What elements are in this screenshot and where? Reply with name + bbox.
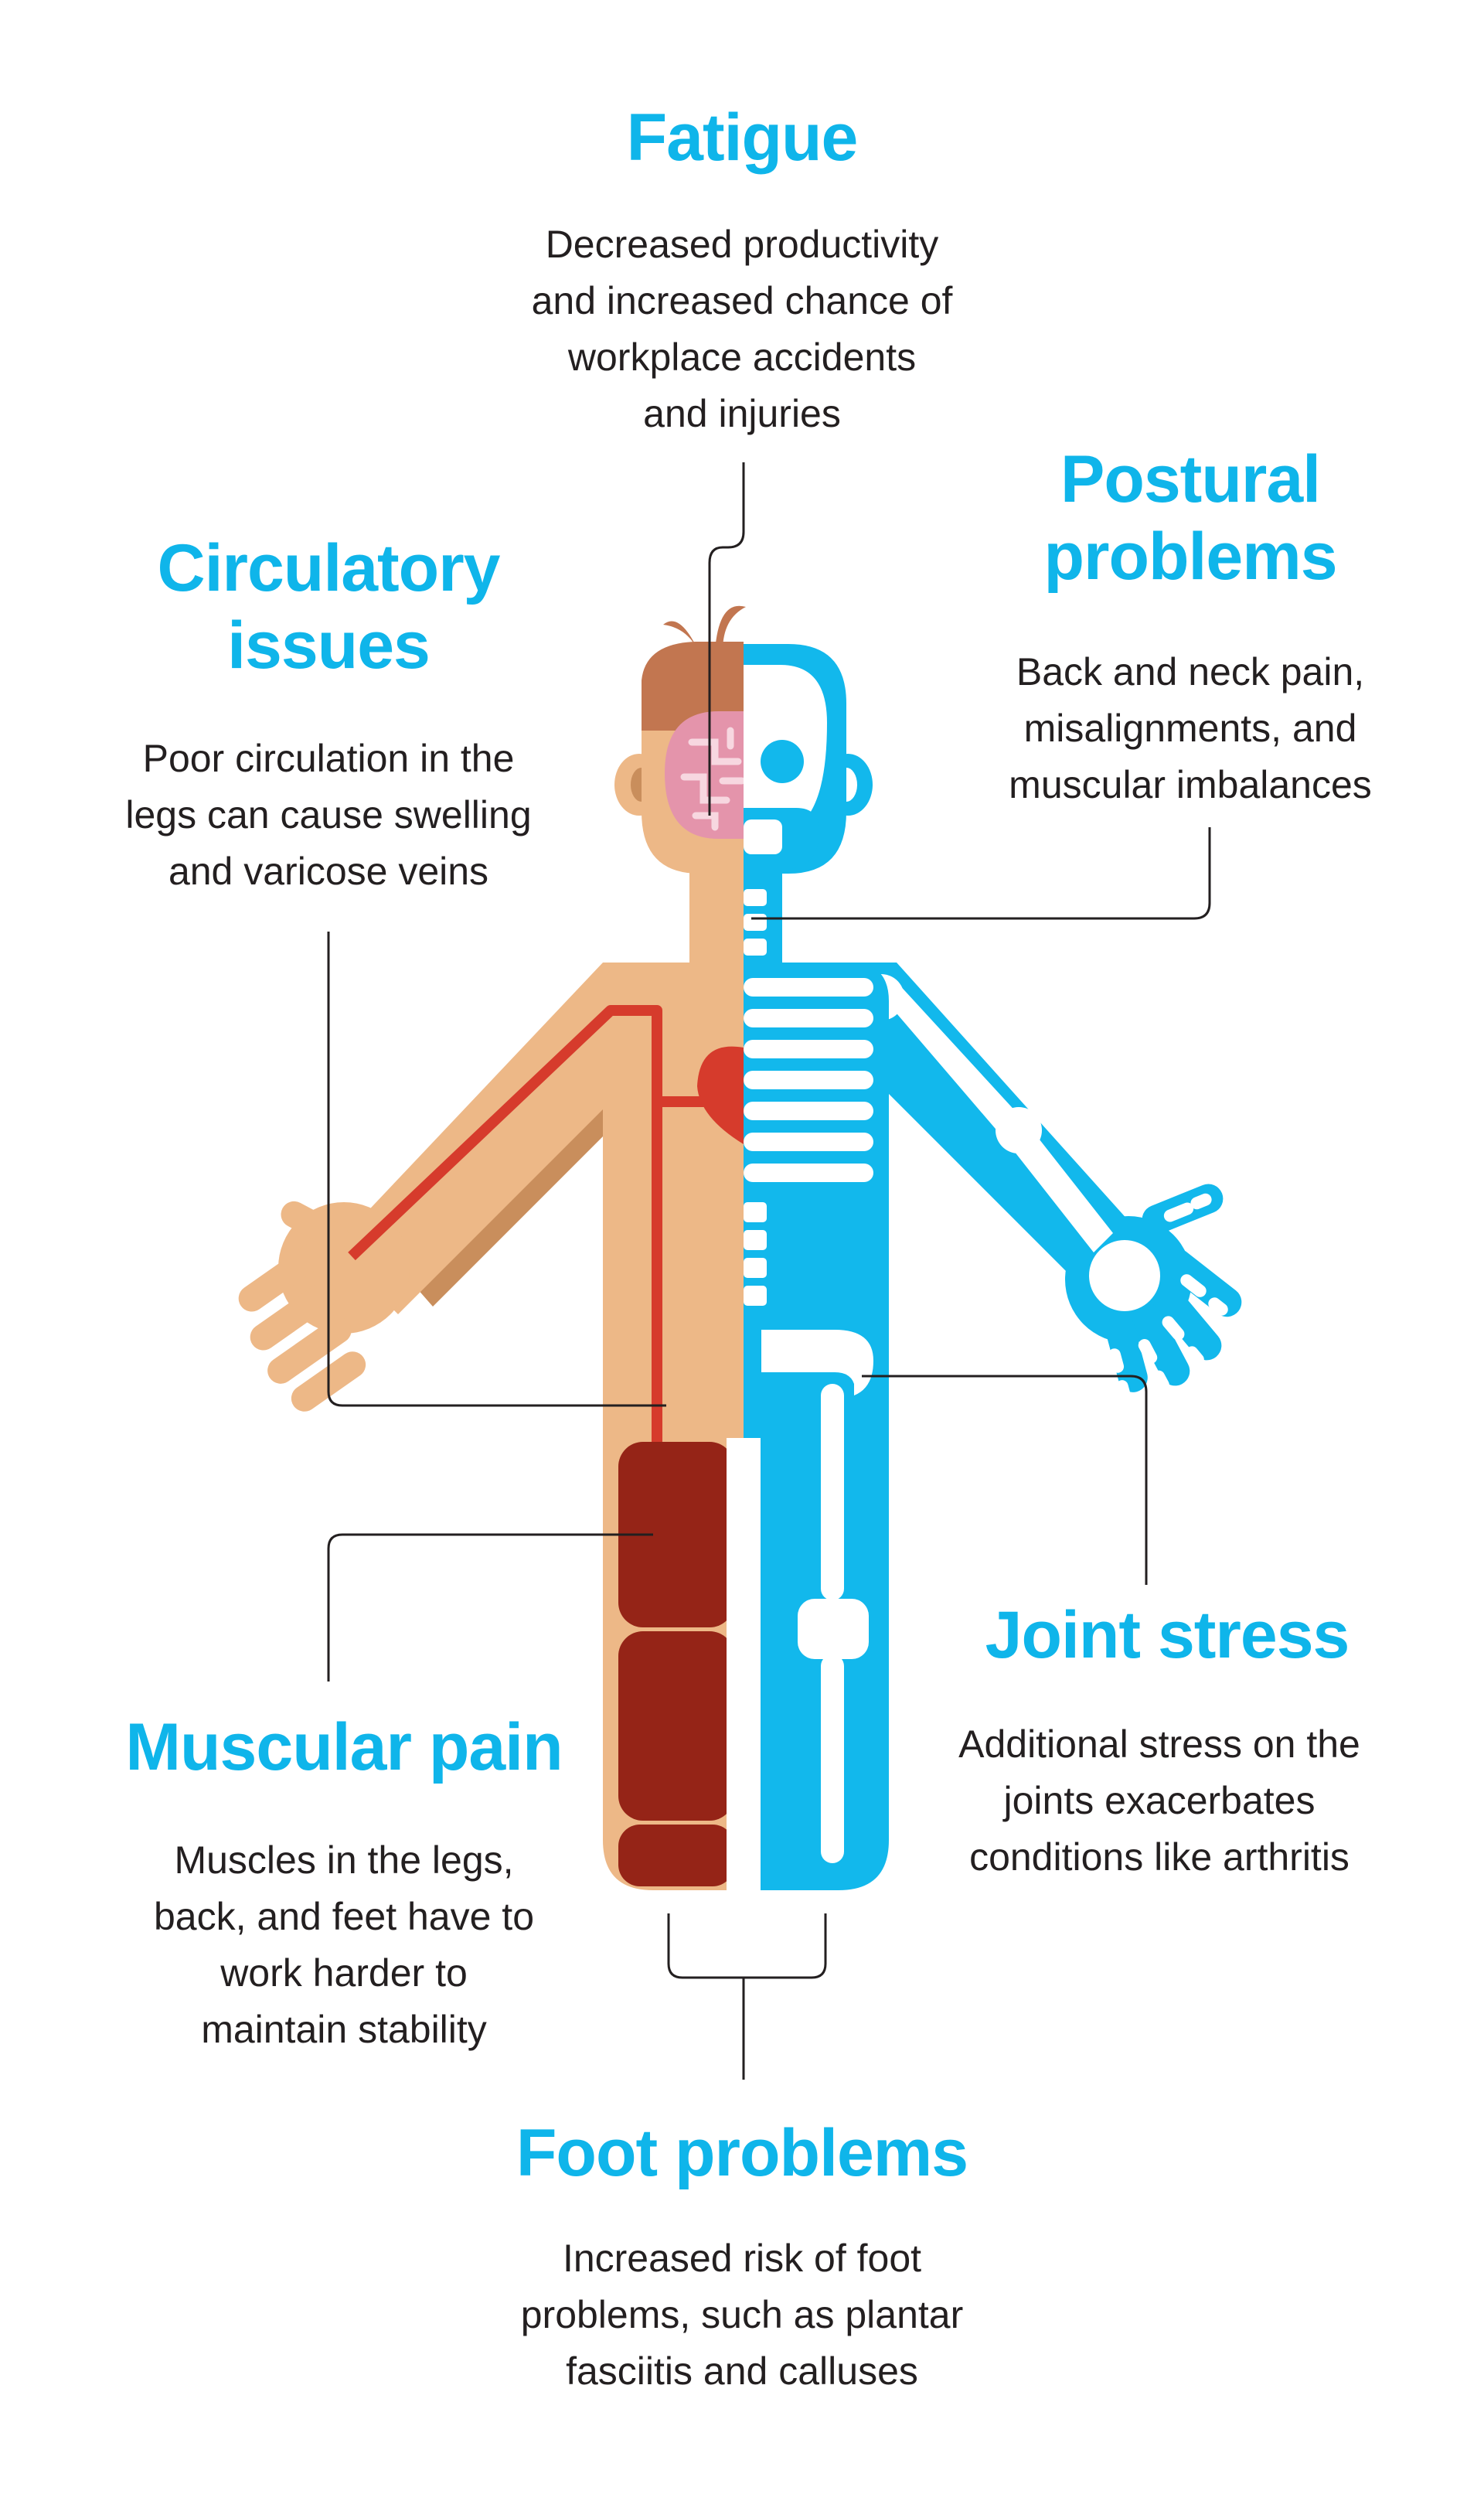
foot-line-1: Increased risk of foot <box>562 2237 922 2280</box>
fatigue-line-2: and increased chance of <box>531 279 953 322</box>
spine <box>744 889 767 1306</box>
circulatory-line-1: Poor circulation in the <box>142 737 515 780</box>
foot-description: Increased risk of foot problems, such as… <box>464 2230 1020 2400</box>
muscular-description: Muscles in the legs, back, and feet have… <box>97 1832 591 2058</box>
muscular-line-3: work harder to <box>220 1951 468 1995</box>
pelvis <box>761 1330 873 1395</box>
brain <box>665 711 746 839</box>
joint-line-3: conditions like arthritis <box>969 1835 1350 1879</box>
joint-line-1: Additional stress on the <box>958 1722 1360 1766</box>
postural-line-1: Back and neck pain, <box>1016 650 1365 693</box>
leg-bones <box>798 1384 869 1863</box>
postural-description: Back and neck pain, misalignments, and m… <box>958 644 1422 813</box>
fatigue-line-4: and injuries <box>643 392 841 435</box>
hand-bones <box>1089 1193 1228 1400</box>
muscular-heading: Muscular pain <box>125 1710 563 1784</box>
skeleton-half <box>727 644 1242 1894</box>
fatigue-line-1: Decreased productivity <box>545 223 939 266</box>
left-hand <box>238 1201 410 1412</box>
postural-line-3: muscular imbalances <box>1009 763 1372 806</box>
joint-heading: Joint stress <box>985 1598 1350 1672</box>
eye-socket <box>761 740 804 783</box>
foot-line-3: fasciitis and calluses <box>566 2349 918 2393</box>
muscular-line-1: Muscles in the legs, <box>174 1838 514 1882</box>
foot-heading: Foot problems <box>516 2116 968 2190</box>
circulatory-heading: Circulatory issues <box>116 530 541 684</box>
hair <box>642 642 744 731</box>
muscular-leader <box>327 1533 653 1682</box>
postural-heading-line-2: problems <box>1043 520 1337 594</box>
foot-line-2: problems, such as plantar <box>520 2293 964 2336</box>
postural-heading-line-1: Postural <box>1060 442 1321 516</box>
leader-lines <box>327 462 1211 2080</box>
postural-heading: Postural problems <box>997 441 1384 595</box>
joint-leader <box>862 1375 1148 1585</box>
ribs <box>744 978 873 1182</box>
circulatory-heading-line-2: issues <box>227 608 431 683</box>
leg-gap <box>727 1438 761 1894</box>
circulatory-heading-line-1: Circulatory <box>157 531 500 605</box>
fatigue-heading: Fatigue <box>626 101 859 175</box>
vein <box>348 1005 713 1446</box>
postural-line-2: misalignments, and <box>1023 707 1357 750</box>
foot-bracket <box>667 1913 827 2080</box>
circulatory-leader <box>327 932 666 1407</box>
fatigue-description: Decreased productivity and increased cha… <box>471 216 1013 442</box>
joint-description: Additional stress on the joints exacerba… <box>904 1716 1414 1886</box>
leg-muscles <box>618 1442 734 1886</box>
circulatory-description: Poor circulation in the legs can cause s… <box>85 731 572 900</box>
joint-line-2: joints exacerbates <box>1003 1779 1316 1822</box>
circulatory-line-2: legs can cause swelling <box>125 793 532 836</box>
muscular-line-4: maintain stability <box>201 2008 487 2051</box>
skin-half <box>238 605 746 1890</box>
muscular-line-2: back, and feet have to <box>153 1895 535 1938</box>
fatigue-leader <box>708 462 745 816</box>
heart <box>697 1046 744 1144</box>
fatigue-line-3: workplace accidents <box>567 336 917 379</box>
circulatory-line-3: and varicose veins <box>168 850 489 893</box>
postural-leader <box>751 827 1211 920</box>
